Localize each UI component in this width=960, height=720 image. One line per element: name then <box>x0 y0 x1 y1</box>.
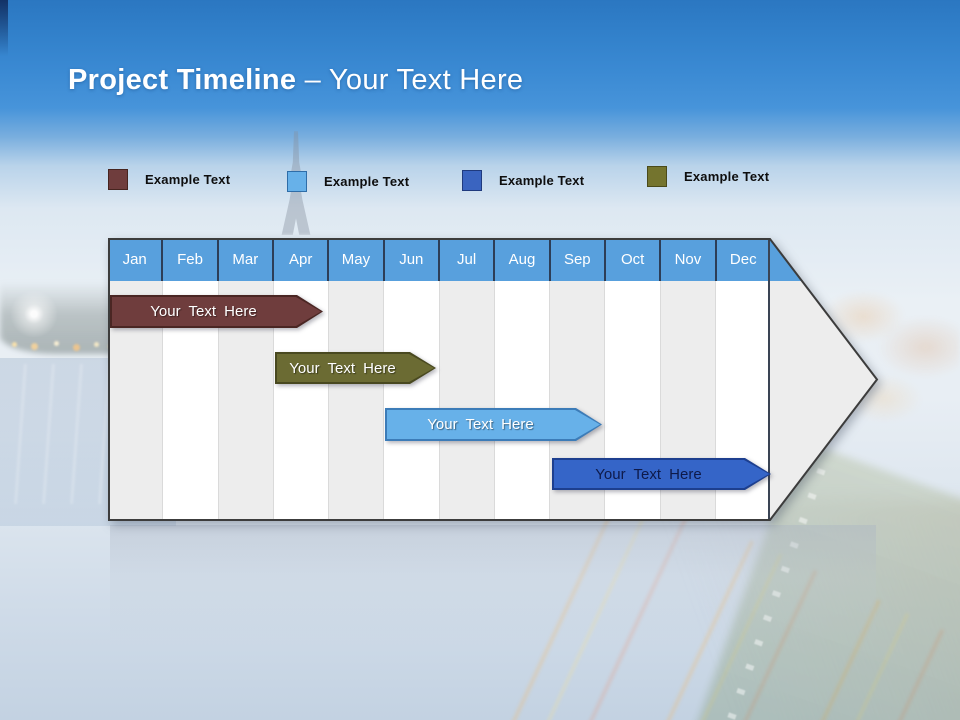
bar-label: Your Text Here <box>595 465 702 483</box>
month-cell-mar: Mar <box>219 238 274 281</box>
gantt-bar-sep-dec: Your Text Here <box>552 458 771 490</box>
legend-label: Example Text <box>145 172 231 187</box>
month-cell-dec: Dec <box>729 251 757 268</box>
legend-swatch-blue <box>462 170 482 191</box>
month-cell-may: May <box>329 238 385 281</box>
legend-swatch-maroon <box>108 169 128 190</box>
month-header-row: Jan Feb Mar Apr May Jun Jul Aug Sep Oct … <box>108 238 878 281</box>
gantt-bar-jan-apr: Your Text Here <box>110 295 323 328</box>
bar-label: Your Text Here <box>150 303 257 320</box>
chart-reflection <box>110 525 876 643</box>
slide-title-rest: – Your Text Here <box>304 64 524 96</box>
grid-column-jun <box>384 281 440 521</box>
bar-label: Your Text Here <box>289 359 396 377</box>
gantt-bar-jun-sep: Your Text Here <box>385 408 602 441</box>
month-cell-oct: Oct <box>606 238 662 281</box>
legend-item-olive: Example Text <box>647 166 769 187</box>
starburst-light <box>8 288 60 340</box>
top-left-dark-corner <box>0 0 8 56</box>
legend-label: Example Text <box>499 173 585 188</box>
slide-title: Project Timeline – Your Text Here <box>68 62 523 98</box>
grid-column-jul <box>439 281 495 521</box>
legend-item-maroon: Example Text <box>108 169 230 190</box>
grid-column-may <box>329 281 385 521</box>
gantt-bar-apr-jun: Your Text Here <box>275 352 436 384</box>
city-lights <box>12 342 17 347</box>
month-cell-jun: Jun <box>385 238 440 281</box>
month-cell-nov: Nov <box>661 238 717 281</box>
grid-column-aug <box>494 281 550 521</box>
legend-label: Example Text <box>324 174 410 189</box>
month-cells: Jan Feb Mar Apr May Jun Jul Aug Sep Oct … <box>108 238 770 281</box>
road-haze <box>600 500 960 720</box>
month-cell-jan: Jan <box>108 238 164 281</box>
month-cell-jul: Jul <box>440 238 496 281</box>
bar-label: Your Text Here <box>427 416 534 433</box>
timeline-chart: Jan Feb Mar Apr May Jun Jul Aug Sep Oct … <box>108 238 880 521</box>
month-cell-aug: Aug <box>495 238 551 281</box>
slide-title-bold: Project Timeline <box>68 64 297 96</box>
legend-swatch-lightblue <box>287 171 307 192</box>
month-cell-sep: Sep <box>551 238 606 281</box>
legend-item-lightblue: Example Text <box>287 171 409 192</box>
month-cell-feb: Feb <box>163 238 219 281</box>
month-cell-apr: Apr <box>274 238 330 281</box>
legend-item-blue: Example Text <box>462 170 584 191</box>
legend-swatch-olive <box>647 166 667 187</box>
legend-label: Example Text <box>684 169 770 184</box>
